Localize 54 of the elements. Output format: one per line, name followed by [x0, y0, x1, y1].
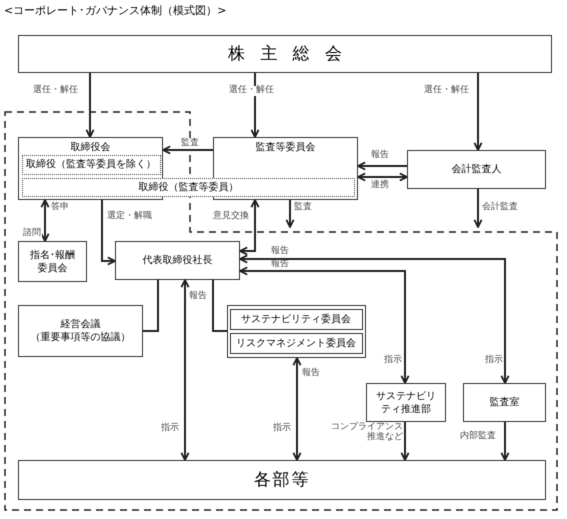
arrow — [474, 73, 482, 151]
connector-line — [143, 280, 159, 332]
edge-label: 監査 — [180, 139, 200, 149]
edge-label: 報告 — [270, 247, 290, 257]
connector-line — [212, 280, 227, 332]
edge-label: 内部監査 — [459, 432, 497, 442]
committee-box: リスクマネジメント委員会 — [230, 332, 362, 354]
committee-box: 指名･報酬委員会 — [18, 241, 87, 282]
arrow-note: 指示 — [272, 424, 292, 434]
arrow — [292, 357, 302, 461]
departments-box: 各部等 — [18, 460, 546, 500]
arrow — [500, 422, 510, 461]
edge-label: 答申 — [50, 203, 70, 213]
edge-label: 選任・解任 — [228, 86, 275, 96]
arrow — [474, 189, 482, 228]
member-box: 取締役（監査等委員を除く） — [22, 154, 160, 174]
department-box: サステナビリティ推進部 — [366, 383, 446, 422]
member-box: 取締役（監査等委員） — [22, 178, 355, 197]
edge-label: 会計監査 — [481, 203, 519, 213]
arrow — [162, 146, 213, 154]
arrow — [239, 199, 260, 256]
arrow-note: 指示 — [383, 356, 403, 366]
arrow-note: 指示 — [484, 356, 504, 366]
edge-label: 連携 — [370, 181, 390, 191]
arrow — [101, 200, 116, 266]
meeting-box: 経営会議（重要事項等の協議） — [18, 305, 143, 357]
arrow — [86, 73, 94, 138]
edge-label: 選定・解職 — [106, 212, 153, 222]
edge-label: 選任・解任 — [32, 86, 79, 96]
arrow-note: 指示 — [160, 424, 180, 434]
arrow — [239, 266, 410, 384]
arrow-note: 諮問 — [22, 229, 42, 239]
arrow — [40, 199, 50, 242]
edge-label: 意見交換 — [212, 212, 250, 222]
meeting-box: 株主総会 — [18, 35, 552, 73]
edge-label: 報告 — [370, 151, 390, 161]
arrow — [400, 422, 410, 461]
edge-label: 報告 — [301, 369, 321, 379]
arrow — [357, 172, 408, 182]
arrow — [357, 162, 407, 170]
arrow — [239, 254, 510, 384]
edge-label: 選任・解任 — [423, 86, 470, 96]
arrow — [180, 279, 190, 461]
arrow — [286, 200, 294, 228]
committee-group-box — [227, 305, 366, 358]
title: <コーポレート･ガバナンス体制（模式図）> — [4, 3, 226, 18]
edge-label: 報告 — [188, 292, 208, 302]
president-box: 代表取締役社長 — [115, 241, 240, 280]
arrow — [250, 73, 260, 138]
office-box: 監査室 — [463, 383, 546, 422]
committee-box: サステナビリティ委員会 — [230, 308, 362, 330]
edge-label: 報告 — [270, 260, 290, 270]
edge-label: 監査 — [293, 203, 313, 213]
auditor-box: 会計監査人 — [407, 150, 546, 189]
